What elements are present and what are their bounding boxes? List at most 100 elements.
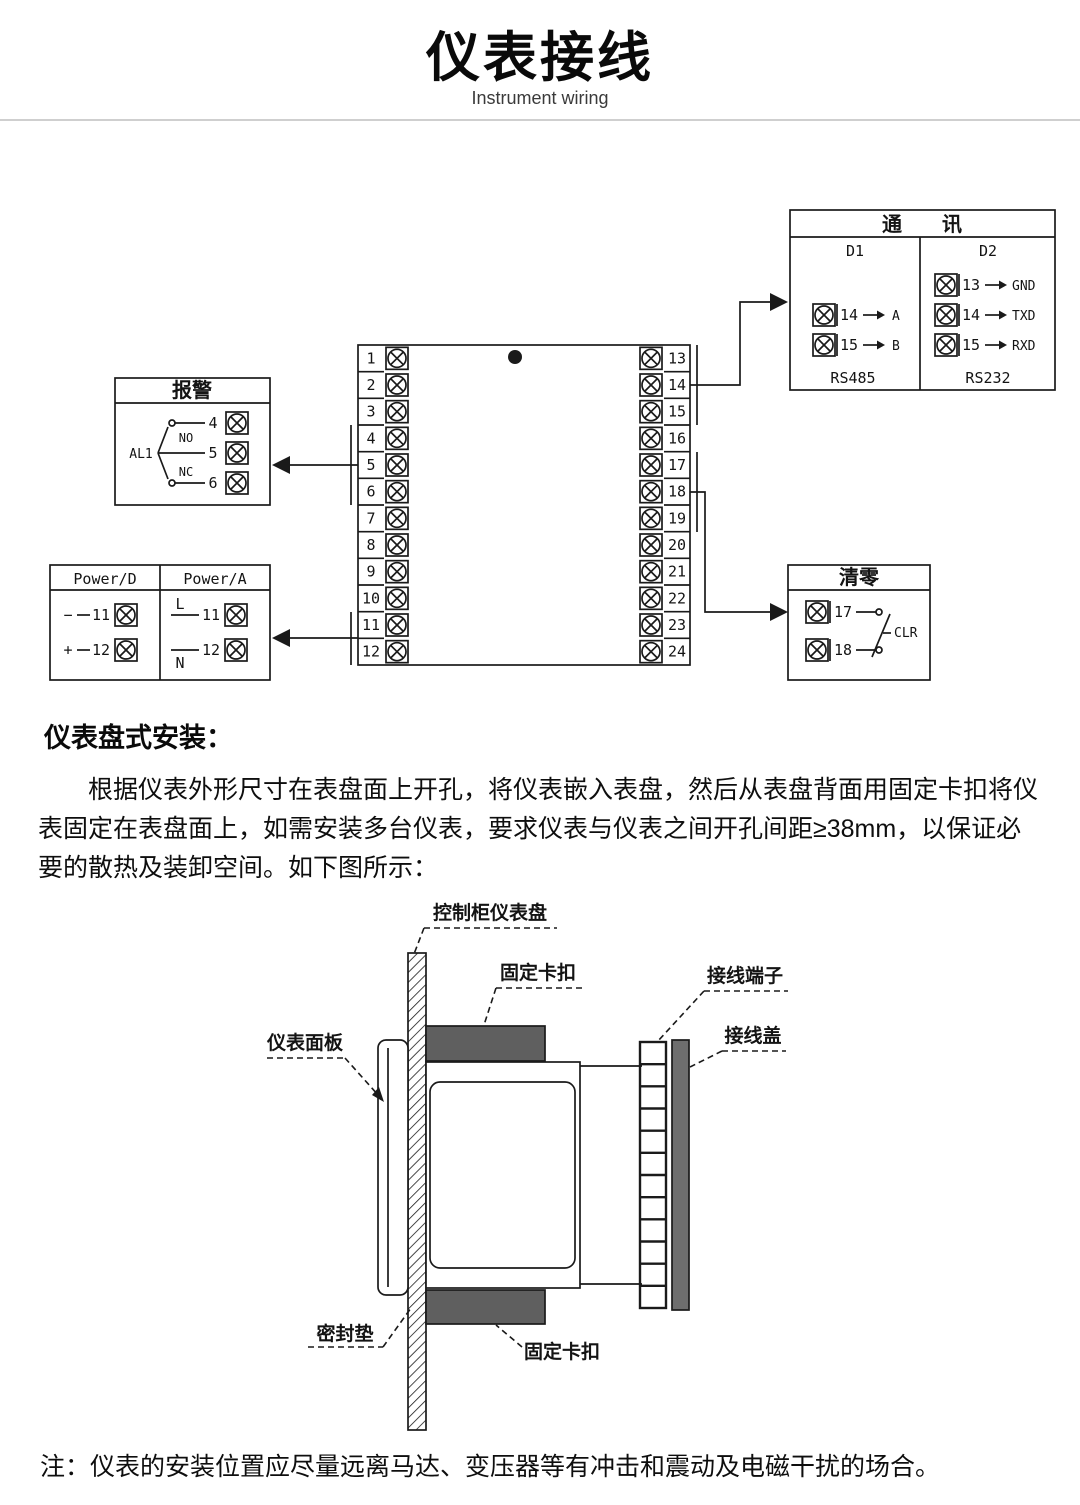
terminal-number: 2: [366, 376, 375, 394]
label-clip-bottom: 固定卡扣: [524, 1340, 600, 1363]
terminal-number: 6: [366, 483, 375, 501]
arrow-to-clear: [770, 603, 788, 621]
terminal-strip-cells: [640, 1062, 666, 1288]
label-front-panel: 仪表面板: [266, 1031, 344, 1054]
comm-rows: 13 GND 14 TXD 15 RXD 14 A 15 B: [812, 273, 1036, 357]
arrow-to-alarm: [272, 456, 290, 474]
terminal-strip: [638, 1040, 668, 1310]
comm-title: 通 讯: [882, 213, 962, 236]
terminal-number: 13: [668, 349, 686, 367]
center-block-outline: [357, 344, 691, 666]
terminal-number: 20: [668, 536, 686, 554]
signal-label: B: [892, 339, 900, 354]
terminal-number: 19: [668, 509, 686, 527]
clear-switch-label: CLR: [894, 626, 918, 641]
terminal-number: 6: [208, 474, 217, 492]
terminal-number: 5: [366, 456, 375, 474]
signal-label: RXD: [1012, 339, 1036, 354]
terminal-number: 4: [366, 429, 375, 447]
comm-col-d2: D2: [979, 242, 997, 260]
terminal-number: 22: [668, 589, 686, 607]
signal-label: TXD: [1012, 309, 1036, 324]
page-title: 仪表接线: [426, 28, 654, 88]
line-sign: L: [175, 595, 184, 613]
terminal-number: 14: [962, 306, 980, 324]
terminal-number: 1: [366, 349, 375, 367]
terminal-number: 18: [668, 483, 686, 501]
alarm-rows: 4 5 6: [208, 411, 249, 495]
install-labels: 控制柜仪表盘 固定卡扣 接线端子 接线盖 仪表面板 密封垫 固定卡扣: [266, 901, 788, 1363]
terminal-number: 17: [834, 603, 852, 621]
terminal-number: 12: [202, 641, 220, 659]
line-sign: N: [175, 654, 184, 672]
power-rows: − 11 +12 L 11N 12: [63, 595, 248, 672]
terminal-number: 5: [208, 444, 217, 462]
signal-label: A: [892, 309, 900, 324]
terminal-number: 3: [366, 403, 375, 421]
terminal-number: 18: [834, 641, 852, 659]
alarm-no-label: NO: [179, 431, 193, 445]
cabinet-panel: [407, 952, 427, 1431]
alarm-relay-label: AL1: [129, 447, 152, 462]
front-panel-arrow: [372, 1087, 384, 1102]
alarm-relay-symbol: [157, 419, 205, 487]
mounting-dot: [508, 350, 522, 364]
terminal-number: 12: [362, 643, 380, 661]
terminal-number: 15: [840, 336, 858, 354]
terminal-number: 11: [362, 616, 380, 634]
note: 注：仪表的安装位置应尽量远离马达、变压器等有冲击和震动及电磁干扰的场合。: [40, 1453, 941, 1481]
arrow-to-power: [272, 629, 290, 647]
terminal-number: 12: [92, 641, 110, 659]
page-subtitle: Instrument wiring: [471, 87, 609, 108]
terminal-number: 13: [962, 276, 980, 294]
terminal-number: 15: [668, 403, 686, 421]
comm-col-d1: D1: [846, 242, 864, 260]
signal-label: GND: [1012, 279, 1036, 294]
clear-switch-symbol: [871, 613, 891, 658]
wiring-diagram: 123456789101112131415161718192021222324 …: [49, 209, 1056, 681]
installation-diagram: 控制柜仪表盘 固定卡扣 接线端子 接线盖 仪表面板 密封垫 固定卡扣: [266, 901, 788, 1431]
power-box: Power/D Power/A − 11 +12 L 11N 12: [49, 564, 271, 681]
terminal-number: 14: [668, 376, 686, 394]
front-bezel: [377, 1039, 409, 1296]
comm-box: 通 讯 D1 D2 13 GND 14 TXD 15 RXD 14 A 15 B RS485 RS…: [789, 209, 1056, 391]
label-gasket: 密封垫: [316, 1322, 373, 1345]
terminal-number: 10: [362, 589, 380, 607]
terminal-number: 21: [668, 563, 686, 581]
bottom-fixing-clip: [425, 1289, 546, 1325]
terminal-number: 14: [840, 306, 858, 324]
power-d-header: Power/D: [73, 570, 136, 588]
clear-title: 清零: [839, 565, 880, 589]
polarity-sign: +: [63, 641, 72, 659]
terminal-number: 4: [208, 414, 217, 432]
terminal-number: 11: [92, 606, 110, 624]
terminal-number: 7: [366, 509, 375, 527]
power-a-header: Power/A: [183, 570, 246, 588]
rs485-label: RS485: [830, 369, 875, 387]
page-header: 仪表接线 Instrument wiring: [0, 0, 1080, 121]
terminal-number: 11: [202, 606, 220, 624]
terminal-number: 16: [668, 429, 686, 447]
install-section: 仪表盘式安装： 根据仪表外形尺寸在表盘面上开孔，将仪表嵌入表盘，然后从表盘背面用…: [38, 716, 1044, 887]
alarm-title: 报警: [172, 378, 212, 402]
terminal-number: 23: [668, 616, 686, 634]
install-heading: 仪表盘式安装：: [44, 723, 233, 753]
label-terminal-cover: 接线盖: [724, 1024, 781, 1047]
instrument-case: [425, 1061, 642, 1289]
terminal-number: 17: [668, 456, 686, 474]
terminal-number: 15: [962, 336, 980, 354]
connection-wires: [272, 293, 788, 665]
terminal-number: 9: [366, 563, 375, 581]
label-clip-top: 固定卡扣: [500, 961, 576, 984]
polarity-sign: −: [63, 606, 72, 624]
terminal-number: 8: [366, 536, 375, 554]
arrow-to-comm: [770, 293, 788, 311]
rs232-label: RS232: [965, 369, 1010, 387]
terminal-cover: [671, 1039, 690, 1311]
alarm-nc-label: NC: [179, 465, 193, 479]
